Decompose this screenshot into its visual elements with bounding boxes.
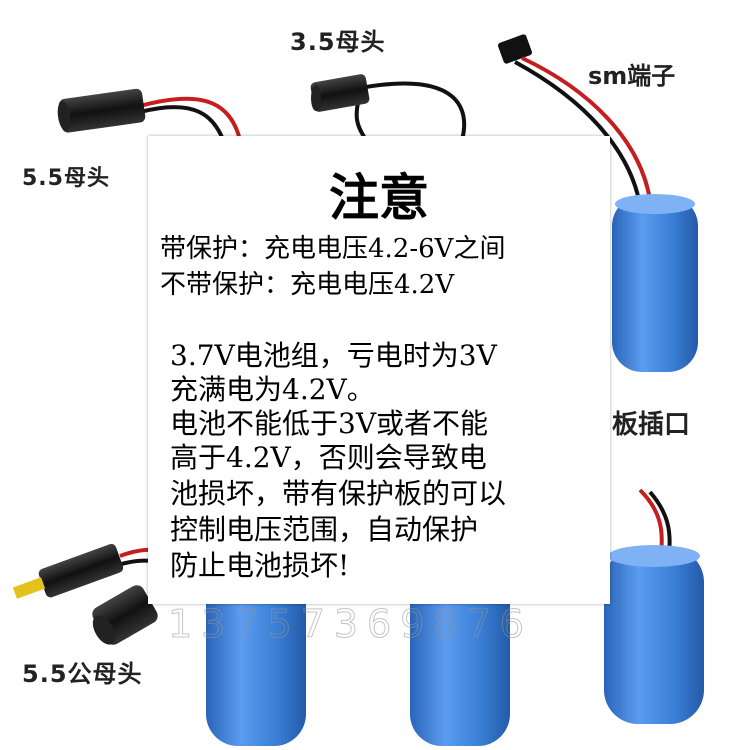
notice-body-line: 充满电为4.2V。 [170,373,375,406]
phone-watermark: 13757369876 [168,602,533,647]
notice-card: 注意 带保护：充电电压4.2-6V之间 不带保护：充电电压4.2V 3.7V电池… [148,136,610,604]
notice-body-line: 高于4.2V，否则会导致电 [170,441,487,474]
notice-body-line: 池损坏，带有保护板的可以 [170,477,507,510]
notice-body-line: 电池不能低于3V或者不能 [170,407,489,440]
female-55-plug [57,88,242,146]
label-55-male-female: 5.5公母头 [22,660,143,688]
battery-top-right [612,194,698,372]
notice-body-line: 控制电压范围，自动保护 [170,513,479,546]
without-protection-line: 不带保护：充电电压4.2V [160,270,455,300]
notice-body-line: 防止电池损坏! [170,549,350,582]
notice-body-line: 3.7V电池组，亏电时为3V [170,339,497,372]
female-35-plug [310,74,467,142]
label-board-socket: 板插口 [612,410,691,440]
battery-bottom-left [206,570,306,746]
label-35-female: 3.5母头 [290,28,386,56]
battery-bottom-right [604,488,704,724]
sm-terminal-connector [497,34,652,206]
label-sm-terminal: sm端子 [588,62,676,90]
battery-bottom-center [410,570,510,746]
with-protection-line: 带保护：充电电压4.2-6V之间 [160,234,506,264]
notice-title: 注意 [329,169,429,227]
label-55-female: 5.5母头 [22,166,110,191]
